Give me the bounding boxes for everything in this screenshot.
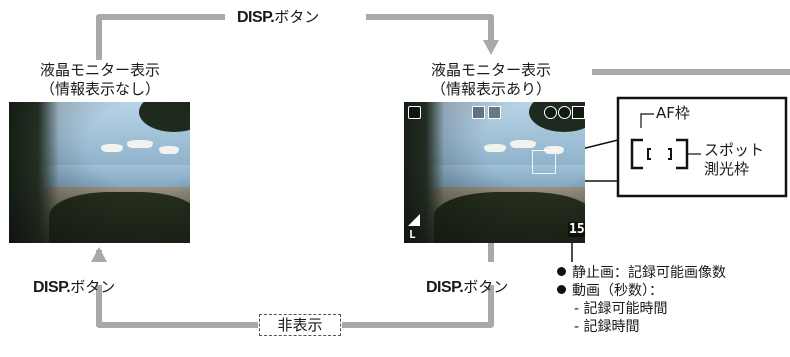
bullet-icon [557,285,566,294]
right-monitor-title: 液晶モニター表示 [430,61,551,79]
red-eye-icon [558,106,571,119]
right-monitor-subtitle: （情報表示あり） [430,80,551,98]
hidden-mode-label: 非表示 [259,314,341,336]
note-movie-sub2: - 記録時間 [574,319,640,335]
disp-key: DISP. [237,9,275,26]
compression-icon [408,214,420,226]
left-monitor-label: 液晶モニター表示 （情報表示なし） [15,61,185,99]
note-movie-sub1: - 記録可能時間 [574,301,668,317]
metering-icon [472,106,485,119]
af-frame [532,150,556,174]
left-disp-button[interactable]: DISP.ボタン [33,276,115,297]
self-timer-icon [572,106,585,119]
drive-mode-icon [488,106,501,119]
monitor-no-info-photo [9,102,190,243]
monitor-info-photo: L 15 [404,102,585,243]
button-suffix: ボタン [70,278,116,296]
spot-label-line1: スポット [704,141,765,159]
bullet-icon [557,267,566,276]
note-movie-item: 動画（秒数）： [557,282,726,300]
af-frame-label: AF枠 [656,104,690,122]
right-disp-button[interactable]: DISP.ボタン [426,276,508,297]
disp-key: DISP. [426,279,464,296]
left-monitor-subtitle: （情報表示なし） [39,80,160,98]
arrow-up-icon [91,247,107,262]
shot-count-indicator: 15 [568,222,585,237]
shot-count-notes: 静止画：記録可能画像数 動画（秒数）： - 記録可能時間 - 記録時間 [557,264,726,336]
image-size-indicator: L [409,228,416,241]
button-suffix: ボタン [463,278,509,296]
note-still-item: 静止画：記録可能画像数 [557,264,726,282]
left-monitor-title: 液晶モニター表示 [39,61,160,79]
camera-mode-icon [408,106,421,119]
spot-label-line2: 測光枠 [704,160,750,178]
arrow-down-icon [483,40,499,55]
spot-metering-label: スポット 測光枠 [704,141,764,179]
top-disp-button[interactable]: DISP.ボタン [233,6,324,27]
button-suffix: ボタン [274,8,320,26]
right-monitor-label: 液晶モニター表示 （情報表示あり） [406,61,576,99]
flash-icon [544,106,557,119]
disp-key: DISP. [33,279,71,296]
